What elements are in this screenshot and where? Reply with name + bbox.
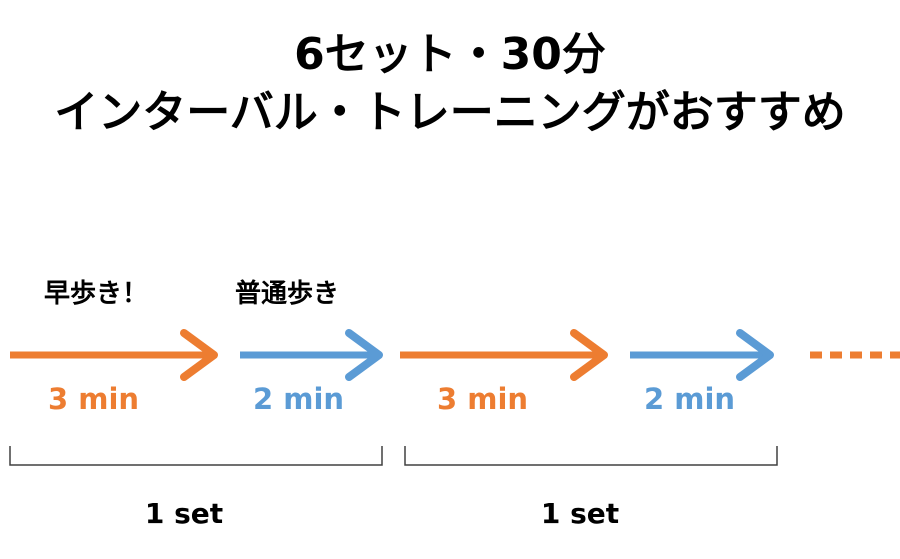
segment-duration-1: 3 min: [48, 382, 140, 416]
normal-walk-arrow-2: [630, 329, 774, 381]
set-bracket-1: [9, 446, 383, 466]
title-line-2: インターバル・トレーニングがおすすめ: [54, 87, 846, 138]
segment-duration-2: 2 min: [253, 382, 345, 416]
segment-duration-4: 2 min: [644, 382, 736, 416]
fast-walk-arrow-1: [10, 329, 218, 381]
segment-duration-3: 3 min: [437, 382, 529, 416]
set-label-2: 1 set: [540, 497, 620, 530]
set-bracket-2: [404, 446, 778, 466]
fast-walk-arrow-2: [400, 329, 608, 381]
title-line-1: 6セット・30分: [294, 29, 606, 80]
set-label-1: 1 set: [144, 497, 224, 530]
normal-walk-arrow-1: [240, 329, 383, 381]
normal-walk-label: 普通歩き: [235, 279, 340, 309]
fast-walk-label: 早歩き！: [44, 279, 149, 309]
